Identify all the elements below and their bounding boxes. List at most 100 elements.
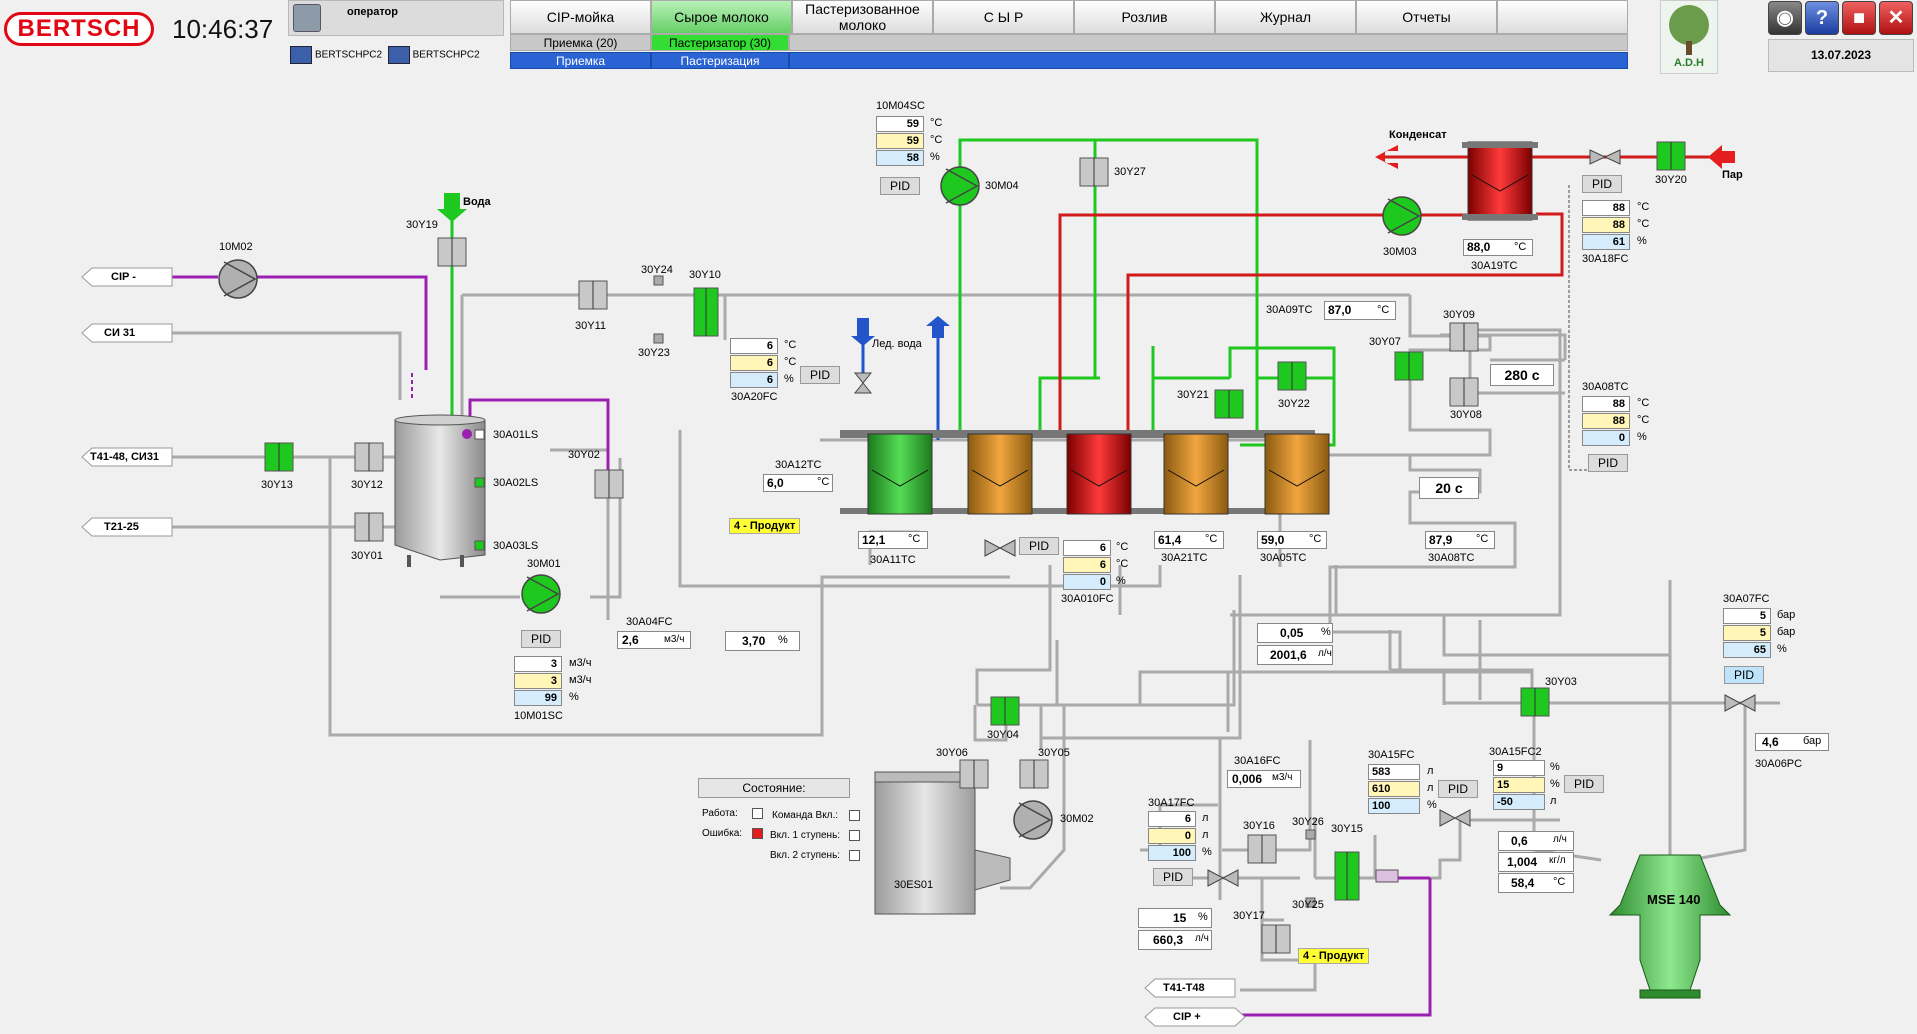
pump-30m01-tag[interactable]: 30M01 xyxy=(527,558,561,570)
separator-value-1: 0,6 xyxy=(1498,831,1574,851)
valve-30y22-tag[interactable]: 30Y22 xyxy=(1278,398,1310,410)
tab-cheese[interactable]: С Ы Р xyxy=(933,0,1074,34)
subtab-pasteurization[interactable]: Пастеризация xyxy=(651,52,789,69)
valve-30y27-tag[interactable]: 30Y27 xyxy=(1114,166,1146,178)
valve-30y25-tag[interactable]: 30Y25 xyxy=(1292,899,1324,911)
tab-empty[interactable] xyxy=(1497,0,1628,34)
pump-30m03-tag[interactable]: 30M03 xyxy=(1383,246,1417,258)
close-icon[interactable]: ✕ xyxy=(1879,1,1913,35)
pump-30m02-tag[interactable]: 30M02 xyxy=(1060,813,1094,825)
valve-30y15-tag[interactable]: 30Y15 xyxy=(1331,823,1363,835)
subtab-receiving-20[interactable]: Приемка (20) xyxy=(510,34,651,51)
setpoint-value[interactable]: 5 xyxy=(1723,608,1771,624)
setpoint-value[interactable]: 59 xyxy=(876,116,924,132)
cip-plus-label[interactable]: CIP + xyxy=(1173,1011,1201,1023)
tab-journal[interactable]: Журнал xyxy=(1215,0,1356,34)
valve-30y16-tag[interactable]: 30Y16 xyxy=(1243,820,1275,832)
separator-value-2: 1,004 xyxy=(1498,852,1574,872)
temp-tag: 30A11TC xyxy=(870,554,916,566)
tab-filling[interactable]: Розлив xyxy=(1074,0,1215,34)
condensate-label: Конденсат xyxy=(1389,129,1447,141)
pid-button[interactable]: PID xyxy=(1153,868,1193,886)
valve-30y11-tag[interactable]: 30Y11 xyxy=(575,320,606,332)
valve-30y01-tag[interactable]: 30Y01 xyxy=(351,550,383,562)
pid-button[interactable]: PID xyxy=(521,630,561,648)
pressure-value: 4,6 xyxy=(1755,733,1829,751)
pid-button[interactable]: PID xyxy=(1582,175,1622,193)
valve-30y24-tag[interactable]: 30Y24 xyxy=(641,264,673,276)
valve-30y03-tag[interactable]: 30Y03 xyxy=(1545,676,1577,688)
state-stage1-indicator xyxy=(849,830,860,841)
valve-30y13-tag[interactable]: 30Y13 xyxy=(261,479,293,491)
pid-button[interactable]: PID xyxy=(880,177,920,195)
pump-30m04-tag[interactable]: 30M04 xyxy=(985,180,1019,192)
unit: л/ч xyxy=(1195,933,1209,944)
user-icon[interactable] xyxy=(293,4,321,32)
output-value: 100 xyxy=(1368,798,1420,814)
cip-minus-label[interactable]: CIP - xyxy=(111,271,136,283)
tab-pasteurized-milk[interactable]: Пастеризованное молоко xyxy=(792,0,933,34)
unit: % xyxy=(1777,643,1787,655)
unit: °C xyxy=(784,356,797,368)
valve-30y26-tag[interactable]: 30Y26 xyxy=(1292,816,1324,828)
unit: л/ч xyxy=(1553,834,1567,845)
clock: 10:46:37 xyxy=(172,14,274,44)
t41-label[interactable]: T41-48, СИ31 xyxy=(90,451,160,463)
plate-heat-exchanger xyxy=(840,141,1538,515)
setpoint-value[interactable]: 6 xyxy=(1148,811,1196,827)
tab-cip[interactable]: CIP-мойка xyxy=(510,0,651,34)
pid-button[interactable]: PID xyxy=(1019,537,1059,555)
valve-30y21-tag[interactable]: 30Y21 xyxy=(1177,389,1209,401)
valve-30y10-tag[interactable]: 30Y10 xyxy=(689,269,721,281)
valve-30y08-tag[interactable]: 30Y08 xyxy=(1450,409,1482,421)
t41-t48-label[interactable]: T41-T48 xyxy=(1163,982,1205,994)
valve-30y23-tag[interactable]: 30Y23 xyxy=(638,347,670,359)
subtab-row1-empty xyxy=(789,34,1628,51)
setpoint-value[interactable]: 9 xyxy=(1493,760,1545,776)
setpoint-value[interactable]: 583 xyxy=(1368,764,1420,780)
valve-30y09-tag[interactable]: 30Y09 xyxy=(1443,309,1475,321)
pid-button[interactable]: PID xyxy=(1724,666,1764,684)
temp-tag: 30A21TC xyxy=(1161,552,1208,564)
subtab-pasteurizer-30[interactable]: Пастеризатор (30) xyxy=(651,34,789,51)
tab-reports[interactable]: Отчеты xyxy=(1356,0,1497,34)
flow-tag: 30A04FC xyxy=(626,616,673,628)
valve-30y19-tag[interactable]: 30Y19 xyxy=(406,219,438,231)
flow-value: 2,6 xyxy=(617,631,691,649)
pid-button[interactable]: PID xyxy=(1438,780,1478,798)
setpoint-value[interactable]: 6 xyxy=(1063,540,1111,556)
unit: °C xyxy=(1637,414,1650,426)
unit: л xyxy=(1427,765,1434,777)
pid-button[interactable]: PID xyxy=(800,366,840,384)
setpoint-value[interactable]: 6 xyxy=(730,338,778,354)
pid-button[interactable]: PID xyxy=(1588,454,1628,472)
setpoint-value[interactable]: 88 xyxy=(1582,396,1630,412)
valve-30y04-tag[interactable]: 30Y04 xyxy=(987,729,1019,741)
setpoint-value[interactable]: 88 xyxy=(1582,200,1630,216)
tab-raw-milk[interactable]: Сырое молоко xyxy=(651,0,792,34)
subtab-receiving[interactable]: Приемка xyxy=(510,52,651,69)
valve-30y06-tag[interactable]: 30Y06 xyxy=(936,747,968,759)
sound-icon[interactable]: ◉ xyxy=(1768,1,1802,35)
unit: °C xyxy=(1205,533,1218,545)
setpoint-value[interactable]: 3 xyxy=(514,656,562,672)
separator-tag[interactable]: MSE 140 xyxy=(1647,892,1701,907)
pump-10m02-tag[interactable]: 10M02 xyxy=(219,241,253,253)
help-icon[interactable]: ? xyxy=(1805,1,1839,35)
valve-30y12-tag[interactable]: 30Y12 xyxy=(351,479,383,491)
si31-label[interactable]: СИ 31 xyxy=(104,327,136,339)
output-value: -50 xyxy=(1493,794,1545,810)
valve-30y17-tag[interactable]: 30Y17 xyxy=(1233,910,1265,922)
valve-30y05-tag[interactable]: 30Y05 xyxy=(1038,747,1070,759)
valve-30y07-tag[interactable]: 30Y07 xyxy=(1369,336,1401,348)
product-badge: 4 - Продукт xyxy=(1298,948,1370,964)
valve-30y02-tag[interactable]: 30Y02 xyxy=(568,449,600,461)
stop-icon[interactable]: ■ xyxy=(1842,1,1876,35)
temp-tag: 30A19TC xyxy=(1471,260,1518,272)
level-switch-1: 30A01LS xyxy=(493,429,539,441)
pid-button[interactable]: PID xyxy=(1564,775,1604,793)
valve-30y20-tag[interactable]: 30Y20 xyxy=(1655,174,1687,186)
es01-tag[interactable]: 30ES01 xyxy=(894,879,934,891)
user-panel[interactable]: оператор xyxy=(288,0,504,36)
t21-label[interactable]: T21-25 xyxy=(104,521,139,533)
